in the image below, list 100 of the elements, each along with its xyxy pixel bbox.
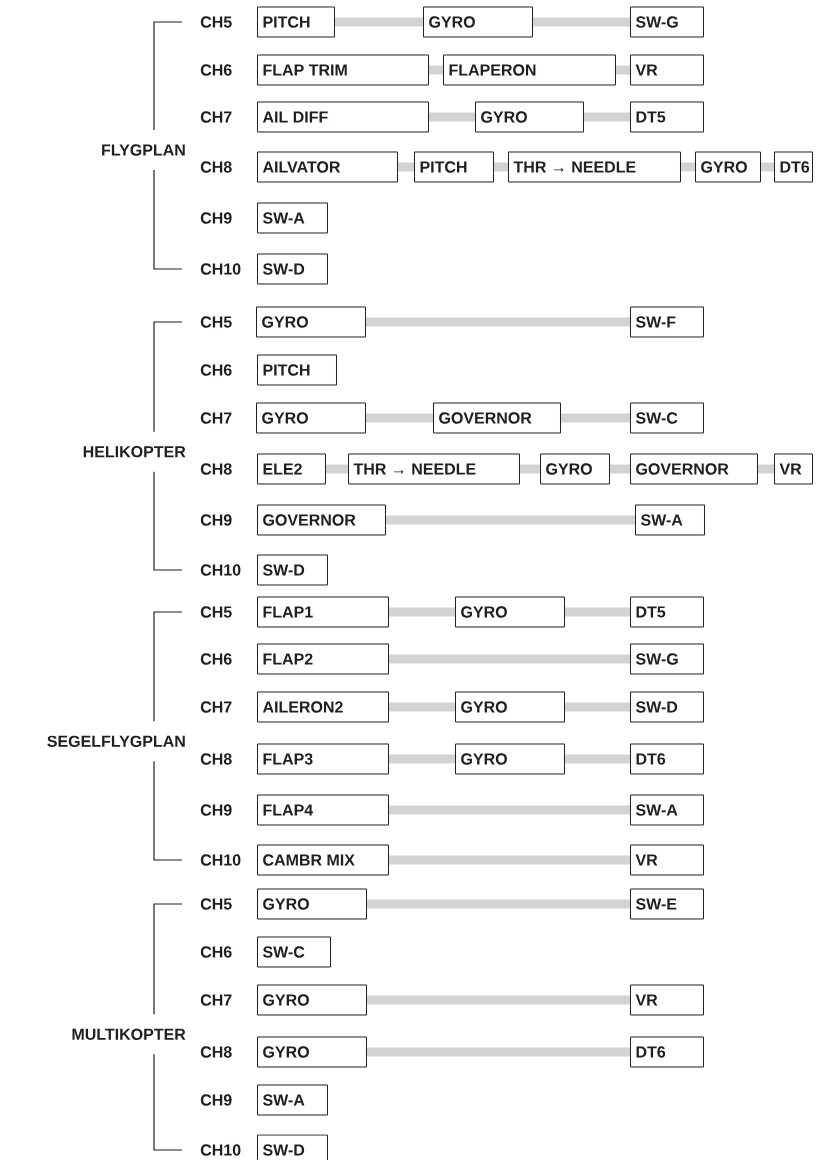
channel-label: CH5 <box>200 898 232 910</box>
function-box: SW-D <box>257 253 328 285</box>
function-box: DT6 <box>774 151 813 183</box>
connector-bar <box>561 413 630 423</box>
function-box: VR <box>774 453 813 485</box>
function-box: SW-G <box>630 643 704 675</box>
function-box: SW-A <box>635 504 705 536</box>
function-box: SW-F <box>630 306 704 338</box>
function-box: PITCH <box>257 354 337 386</box>
connector-bar <box>610 464 630 474</box>
channel-label: CH10 <box>200 854 241 866</box>
function-box: THR → NEEDLE <box>348 453 520 485</box>
connector-bar <box>494 162 508 172</box>
connector-bar <box>386 515 635 525</box>
connector-bar <box>389 654 630 664</box>
function-box: SW-C <box>257 936 331 968</box>
connector-bar <box>681 162 695 172</box>
connector-bar <box>429 65 443 75</box>
channel-label: CH5 <box>200 16 232 28</box>
connector-bar <box>520 464 540 474</box>
function-box: GYRO <box>540 453 610 485</box>
function-box: FLAPERON <box>443 54 616 86</box>
function-box: SW-D <box>630 691 704 723</box>
channel-label: CH5 <box>200 316 232 328</box>
channel-label: CH9 <box>200 1094 232 1106</box>
function-box: GYRO <box>257 1036 367 1068</box>
channel-label: CH8 <box>200 753 232 765</box>
function-box: FLAP TRIM <box>257 54 429 86</box>
channel-label: CH9 <box>200 212 232 224</box>
function-box: FLAP1 <box>257 596 389 628</box>
function-box: GYRO <box>256 402 366 434</box>
function-box: FLAP4 <box>257 794 389 826</box>
connector-bar <box>584 112 630 122</box>
connector-bar <box>326 464 348 474</box>
connector-bar <box>533 17 630 27</box>
function-box: SW-A <box>257 202 328 234</box>
connector-bar <box>389 607 455 617</box>
channel-label: CH7 <box>200 994 232 1006</box>
function-box: FLAP3 <box>257 743 389 775</box>
channel-label: CH6 <box>200 364 232 376</box>
channel-label: CH6 <box>200 64 232 76</box>
connector-bar <box>389 805 630 815</box>
function-box: SW-C <box>630 402 704 434</box>
function-box: PITCH <box>414 151 494 183</box>
function-box: GOVERNOR <box>630 453 758 485</box>
connector-bar <box>761 162 774 172</box>
group-label: MULTIKOPTER <box>72 1028 186 1040</box>
function-box: PITCH <box>257 6 335 38</box>
connector-bar <box>367 995 630 1005</box>
function-box: SW-D <box>257 554 328 586</box>
channel-label: CH10 <box>200 1144 241 1156</box>
function-box: FLAP2 <box>257 643 389 675</box>
connector-bar <box>616 65 630 75</box>
function-box: SW-E <box>630 888 704 920</box>
function-box: GYRO <box>423 6 533 38</box>
connector-bar <box>429 112 475 122</box>
connector-bar <box>366 317 630 327</box>
group-label: HELIKOPTER <box>83 446 186 458</box>
channel-label: CH6 <box>200 653 232 665</box>
channel-label: CH6 <box>200 946 232 958</box>
channel-label: CH8 <box>200 1046 232 1058</box>
channel-label: CH5 <box>200 606 232 618</box>
function-box: GYRO <box>455 596 565 628</box>
connector-bar <box>366 413 433 423</box>
function-box: SW-A <box>257 1084 328 1116</box>
function-box: GYRO <box>475 101 584 133</box>
function-box: GOVERNOR <box>433 402 561 434</box>
function-box: DT6 <box>630 1036 704 1068</box>
function-box: GYRO <box>695 151 761 183</box>
connector-bar <box>565 754 630 764</box>
connector-bar <box>389 754 455 764</box>
function-box: DT5 <box>630 101 704 133</box>
connector-bar <box>389 855 630 865</box>
function-box: GOVERNOR <box>257 504 386 536</box>
connector-bar <box>398 162 414 172</box>
connector-bar <box>758 464 774 474</box>
connector-bar <box>335 17 423 27</box>
function-box: SW-D <box>257 1134 328 1160</box>
function-box: GYRO <box>455 743 565 775</box>
channel-label: CH10 <box>200 263 241 275</box>
function-box: CAMBR MIX <box>257 844 389 876</box>
function-box: AIL DIFF <box>257 101 429 133</box>
function-box: DT6 <box>630 743 704 775</box>
channel-label: CH7 <box>200 412 232 424</box>
function-box: DT5 <box>630 596 704 628</box>
function-box: GYRO <box>256 306 366 338</box>
connector-bar <box>367 899 630 909</box>
channel-label: CH8 <box>200 463 232 475</box>
function-box: VR <box>630 984 704 1016</box>
function-box: AILERON2 <box>257 691 389 723</box>
connector-bar <box>367 1047 630 1057</box>
channel-label: CH10 <box>200 564 241 576</box>
channel-label: CH8 <box>200 161 232 173</box>
function-box: THR → NEEDLE <box>508 151 681 183</box>
connector-bar <box>389 702 455 712</box>
function-box: ELE2 <box>257 453 326 485</box>
function-box: SW-G <box>630 6 704 38</box>
function-box: VR <box>630 54 704 86</box>
function-box: VR <box>630 844 704 876</box>
channel-label: CH9 <box>200 514 232 526</box>
